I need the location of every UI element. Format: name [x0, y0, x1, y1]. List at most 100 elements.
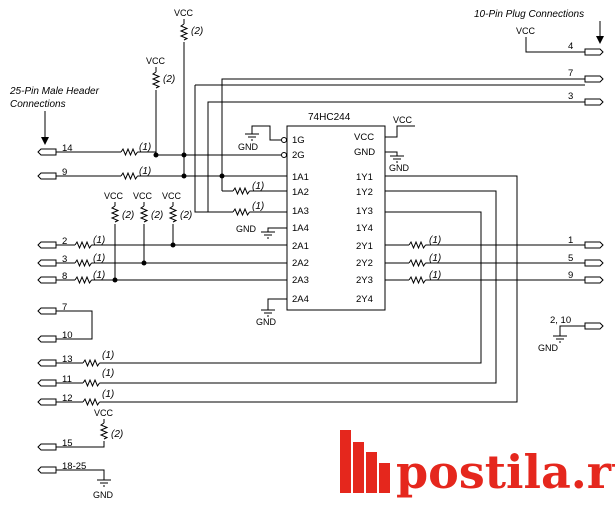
- vcc-label: VCC: [94, 408, 114, 418]
- gnd-label: GND: [256, 317, 277, 327]
- resistor-label: (1): [102, 350, 114, 361]
- wire-pin7-pin10-loop: [56, 310, 93, 340]
- gnd-label: GND: [236, 224, 257, 234]
- watermark-logo: [340, 430, 390, 493]
- wire-plug3-1a3: [207, 101, 585, 212]
- gnd-label: GND: [238, 142, 259, 152]
- header-pin-15: 15: [62, 438, 73, 449]
- chip-pin-1a2: 1A2: [292, 187, 309, 198]
- header-pin-7: 7: [62, 302, 67, 313]
- resistor-label: (1): [252, 181, 264, 192]
- resistor-series: [120, 171, 138, 181]
- resistor-series: [74, 275, 92, 285]
- resistor-series: [74, 258, 92, 268]
- junction-dot: [153, 152, 159, 158]
- chip-pin-1y2: 1Y2: [356, 187, 373, 198]
- chip-pin-2g: 2G: [292, 150, 305, 161]
- resistor-label: (2): [122, 210, 134, 221]
- chip-pin-1y4: 1Y4: [356, 223, 373, 234]
- plug-pin-2-10: 2, 10: [550, 315, 571, 326]
- vcc-label: VCC: [133, 191, 153, 201]
- resistor-label: (1): [102, 368, 114, 379]
- chip-pin-gnd: GND: [354, 147, 375, 158]
- resistor-series: [74, 240, 92, 250]
- wire-1g-gnd: [251, 125, 281, 141]
- resistor-pullup: [179, 23, 189, 41]
- resistor-label: (2): [111, 429, 123, 440]
- resistor-label: (1): [429, 270, 441, 281]
- junction-dot: [181, 152, 187, 158]
- vcc-label: VCC: [146, 56, 166, 66]
- resistor-series: [232, 207, 250, 217]
- resistor-series: [82, 358, 100, 368]
- chip-pin-1g: 1G: [292, 135, 305, 146]
- header-pin-3: 3: [62, 254, 67, 265]
- resistor-label: (1): [93, 270, 105, 281]
- ground-icon: [245, 133, 259, 141]
- wire-1a4-gnd: [267, 227, 287, 232]
- chip-name: 74HC244: [308, 112, 351, 123]
- plug-pin-5: 5: [568, 253, 573, 264]
- resistor-label: (1): [252, 201, 264, 212]
- ground-icon: [261, 309, 275, 317]
- junction-dot: [141, 260, 147, 266]
- resistor-label: (1): [93, 253, 105, 264]
- header-pin-18-25: 18-25: [62, 461, 86, 472]
- resistor-pullup: [99, 422, 109, 440]
- wire-chip-vcc: [385, 125, 415, 138]
- resistor-label: (2): [151, 210, 163, 221]
- chip-pin-2a4: 2A4: [292, 294, 309, 305]
- header-pin-13: 13: [62, 354, 73, 365]
- ground-icon: [261, 231, 275, 239]
- resistor-label: (1): [429, 253, 441, 264]
- chip-74hc244: [286, 125, 386, 311]
- resistor-series: [408, 275, 426, 285]
- vcc-label: VCC: [104, 191, 124, 201]
- junction-dot: [112, 277, 118, 283]
- wire-chip-gnd: [385, 151, 398, 156]
- chip-pin-1a4: 1A4: [292, 223, 309, 234]
- junction-dot: [170, 242, 176, 248]
- gnd-label: GND: [538, 343, 559, 353]
- resistor-pullup: [139, 205, 149, 223]
- header-pin-9: 9: [62, 167, 67, 178]
- wire-pin12-1y1: [99, 175, 518, 403]
- resistor-label: (1): [93, 235, 105, 246]
- resistor-pullup: [168, 205, 178, 223]
- gnd-label: GND: [389, 163, 410, 173]
- enable-bubble-2g: [281, 152, 287, 158]
- wire-plug7-1a1: [221, 78, 585, 176]
- resistor-series: [82, 378, 100, 388]
- header-pin-12: 12: [62, 393, 73, 404]
- chip-pin-2y3: 2Y3: [356, 275, 373, 286]
- chip-pin-2y1: 2Y1: [356, 241, 373, 252]
- resistor-series: [408, 258, 426, 268]
- wire-pin14-2g: [137, 151, 281, 156]
- resistor-series: [120, 147, 138, 157]
- resistor-label: (1): [102, 389, 114, 400]
- resistor-label: (2): [163, 74, 175, 85]
- wire-plug2-10-gnd: [559, 325, 585, 336]
- wire-pin18-25-gnd: [56, 469, 105, 480]
- wire-2a4-gnd: [267, 298, 287, 310]
- chip-pin-2a1: 2A1: [292, 241, 309, 252]
- plug-pin-9: 9: [568, 270, 573, 281]
- plug-pin-1: 1: [568, 235, 573, 246]
- wire-pin11-1y2: [99, 190, 497, 384]
- chip-pin-1a1: 1A1: [292, 172, 309, 183]
- gnd-label: GND: [93, 490, 114, 500]
- chip-pin-1y3: 1Y3: [356, 206, 373, 217]
- resistor-label: (1): [139, 142, 151, 153]
- ground-icon: [97, 479, 111, 487]
- watermark-text: postila.ru: [396, 445, 615, 499]
- resistor-series: [232, 186, 250, 196]
- chip-pin-1a3: 1A3: [292, 206, 309, 217]
- resistor-series: [408, 240, 426, 250]
- resistor-label: (2): [180, 210, 192, 221]
- header-pin-10: 10: [62, 330, 73, 341]
- chip-pin-1y1: 1Y1: [356, 172, 373, 183]
- vcc-label: VCC: [516, 26, 536, 36]
- wire-pin13-1y3: [99, 211, 482, 364]
- header-pin-11: 11: [62, 374, 72, 385]
- header-pin-14: 14: [62, 143, 73, 154]
